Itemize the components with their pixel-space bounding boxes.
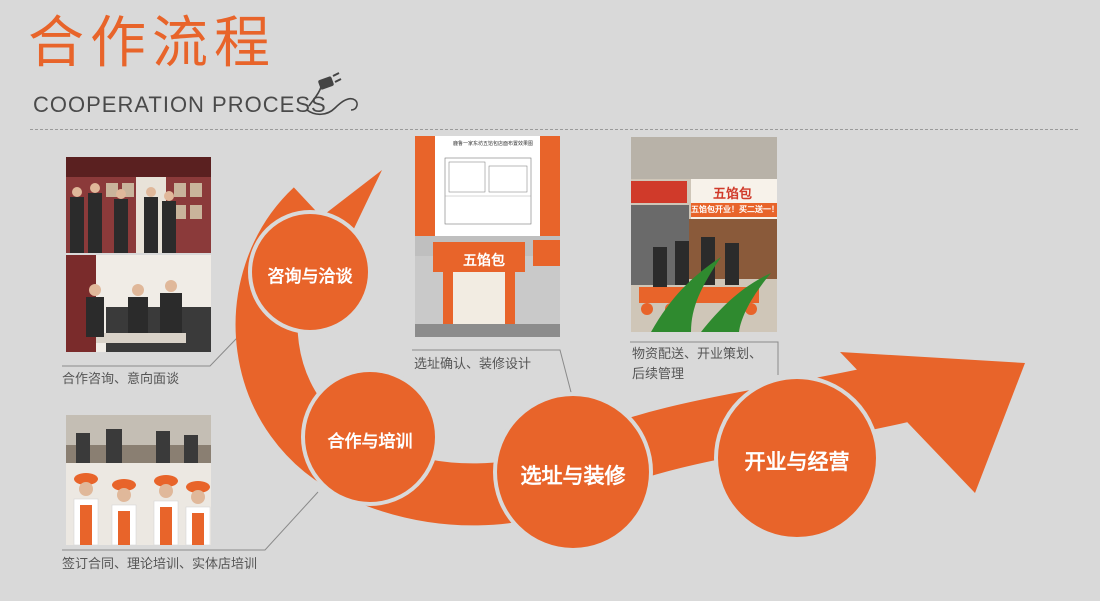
step-circle-2	[301, 368, 439, 506]
plan-title: 鹿鲁一家东坊五馅包店面布置效果图	[453, 141, 534, 147]
leader-line-3	[412, 349, 573, 397]
design-shop-sign: 五馅包	[463, 253, 505, 269]
leader-line-4	[630, 341, 779, 375]
step-circle-3	[493, 392, 653, 552]
step-label-2: 合作与培训	[327, 432, 413, 452]
step-label-4: 开业与经营	[744, 450, 850, 474]
step-caption-3: 选址确认、装修设计	[414, 357, 532, 372]
step-caption-1: 合作咨询、意向面谈	[62, 372, 180, 387]
step-caption-4: 物资配送、开业策划、 后续管理	[632, 345, 762, 385]
training-photo	[66, 415, 211, 545]
step-caption-2: 签订合同、理论培训、实体店培训	[62, 557, 258, 572]
flow-end-arrowhead	[840, 352, 1025, 493]
storefront-design-photo: 鹿鲁一家东坊五馅包店面布置效果图 五馅包	[415, 136, 560, 337]
store-opening-photo: 五馅包 五馅包开业！买二送一！	[631, 137, 777, 332]
step-label-3: 选址与装修	[520, 464, 626, 488]
plug-icon	[306, 72, 358, 116]
header-divider	[30, 129, 1078, 130]
leader-line-2	[62, 491, 319, 551]
step-circle-4	[714, 375, 880, 541]
store-shop-sign: 五馅包	[713, 187, 753, 202]
step-circle-1	[248, 210, 372, 334]
page-subtitle: COOPERATION PROCESS	[33, 92, 327, 117]
step-caption-4-line-1: 物资配送、开业策划、	[632, 347, 763, 362]
store-slogan: 五馅包开业！买二送一！	[691, 205, 777, 214]
step-caption-4-line-2: 后续管理	[632, 367, 685, 382]
step-label-1: 咨询与洽谈	[267, 267, 353, 287]
page-title: 合作流程	[28, 11, 276, 76]
consultation-photo	[66, 157, 211, 352]
